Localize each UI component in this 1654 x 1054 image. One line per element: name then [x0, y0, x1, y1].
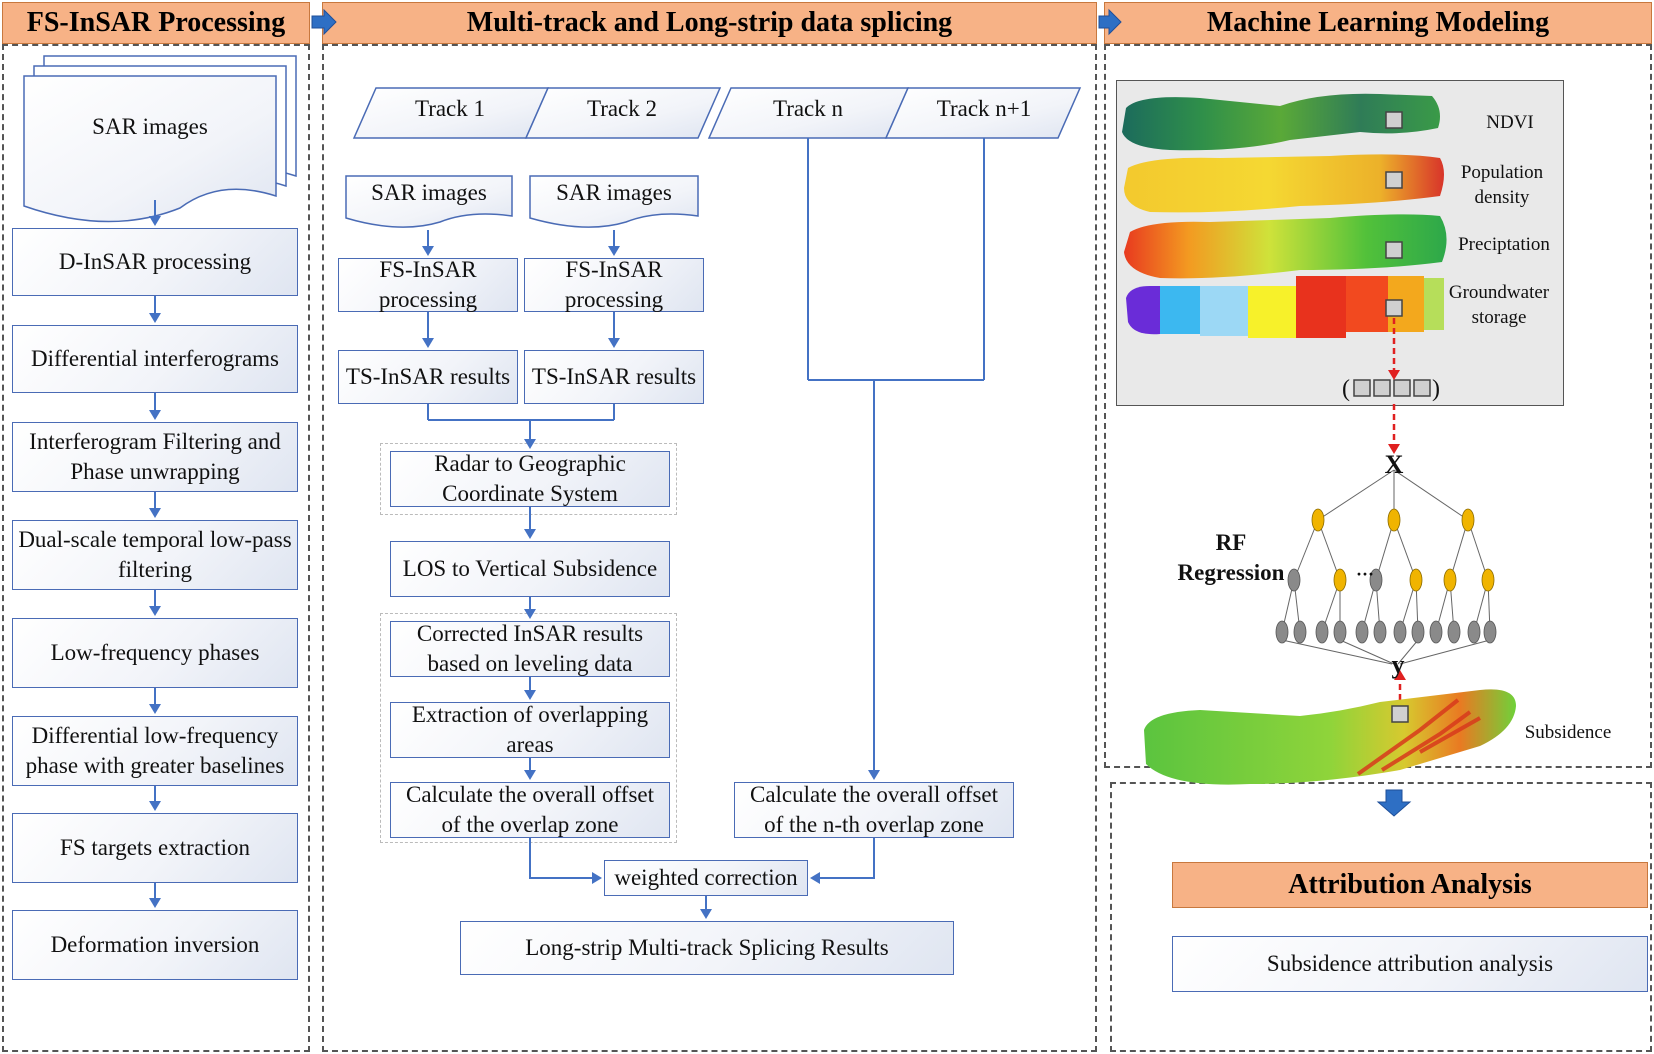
arrow-right-icon: [311, 8, 337, 36]
population-layer: [1124, 154, 1444, 213]
feature-vector: [1353, 379, 1431, 397]
rf-ellipsis: ···: [1355, 564, 1374, 584]
radar-to-geo-box: Radar to Geographic Coordinate System: [390, 451, 670, 507]
los-to-vertical-box: LOS to Vertical Subsidence: [390, 541, 670, 597]
corrected-insar-box: Corrected InSAR results based on levelin…: [390, 621, 670, 677]
sample-square-ndvi: [1385, 111, 1403, 129]
weighted-correction-box: weighted correction: [604, 860, 808, 896]
sample-square-population: [1385, 171, 1403, 189]
sar-images-1-label: SAR images: [371, 180, 487, 205]
arrow-right-icon: [1098, 8, 1122, 36]
header-attribution: Attribution Analysis: [1172, 862, 1648, 908]
rf-regression-label: RF Regression: [1177, 530, 1285, 585]
layer-label-ndvi: NDVI: [1486, 112, 1534, 133]
sar-doc-1-shape: [345, 175, 513, 228]
step-deformation-inversion: Deformation inversion: [12, 910, 298, 980]
step-fs-targets-extraction: FS targets extraction: [12, 813, 298, 883]
left-sar-images-label: SAR images: [92, 114, 208, 139]
track-n-label: Track n: [772, 96, 844, 121]
step-filtering-unwrapping: Interferogram Filtering and Phase unwrap…: [12, 422, 298, 492]
fs-processing-2: FS-InSAR processing: [524, 257, 704, 312]
ts-results-2: TS-InSAR results: [524, 350, 704, 404]
offset-nth-overlap-box: Calculate the overall offset of the n-th…: [734, 782, 1014, 838]
track-1-label: Track 1: [414, 96, 486, 121]
sample-square-groundwater: [1385, 299, 1403, 317]
extraction-overlap-box: Extraction of overlapping areas: [390, 702, 670, 758]
svg-text:(: (: [1342, 376, 1350, 402]
track-2-shape: [524, 87, 722, 139]
sar-images-2-label: SAR images: [556, 180, 672, 205]
header-splicing: Multi-track and Long-strip data splicing: [322, 2, 1097, 44]
sar-doc-2-shape: [529, 175, 699, 228]
ndvi-layer: [1122, 93, 1440, 151]
fs-insar-panel: [2, 44, 310, 1052]
sample-square-subsidence: [1391, 705, 1409, 723]
sample-square-precipitation: [1385, 241, 1403, 259]
arrow-down-icon: [1376, 789, 1412, 817]
header-fs-insar: FS-InSAR Processing: [2, 2, 310, 44]
splicing-result-box: Long-strip Multi-track Splicing Results: [460, 921, 954, 975]
layer-label-groundwater: Groundwater storage: [1448, 282, 1550, 328]
step-dinsar: D-InSAR processing: [12, 228, 298, 296]
offset-overlap-box: Calculate the overall offset of the over…: [390, 782, 670, 838]
attribution-panel: [1110, 782, 1652, 1052]
track-n1-label: Track n+1: [936, 96, 1032, 121]
vector-x-label: X: [1384, 450, 1404, 479]
track-n1-shape: [884, 87, 1082, 139]
subsidence-label: Subsidence: [1524, 722, 1612, 743]
precipitation-layer: [1124, 214, 1447, 279]
layer-label-population: Population density: [1460, 162, 1544, 208]
step-low-frequency-phases: Low-frequency phases: [12, 618, 298, 688]
fs-processing-1: FS-InSAR processing: [338, 257, 518, 312]
splicing-panel: [322, 44, 1097, 1052]
vector-y-label: y: [1391, 650, 1405, 679]
groundwater-layer: [1126, 276, 1444, 338]
attribution-box: Subsidence attribution analysis: [1172, 936, 1648, 992]
step-dual-scale-filtering: Dual-scale temporal low-pass filtering: [12, 520, 298, 590]
layer-label-precipitation: Preciptation: [1458, 234, 1550, 255]
subsidence-layer: [1144, 689, 1516, 785]
svg-text:): ): [1432, 376, 1440, 402]
step-differential-interferograms: Differential interferograms: [12, 325, 298, 393]
ts-results-1: TS-InSAR results: [338, 350, 518, 404]
header-ml: Machine Learning Modeling: [1104, 2, 1652, 44]
track-2-label: Track 2: [586, 96, 658, 121]
step-differential-low-frequency: Differential low-frequency phase with gr…: [12, 716, 298, 786]
